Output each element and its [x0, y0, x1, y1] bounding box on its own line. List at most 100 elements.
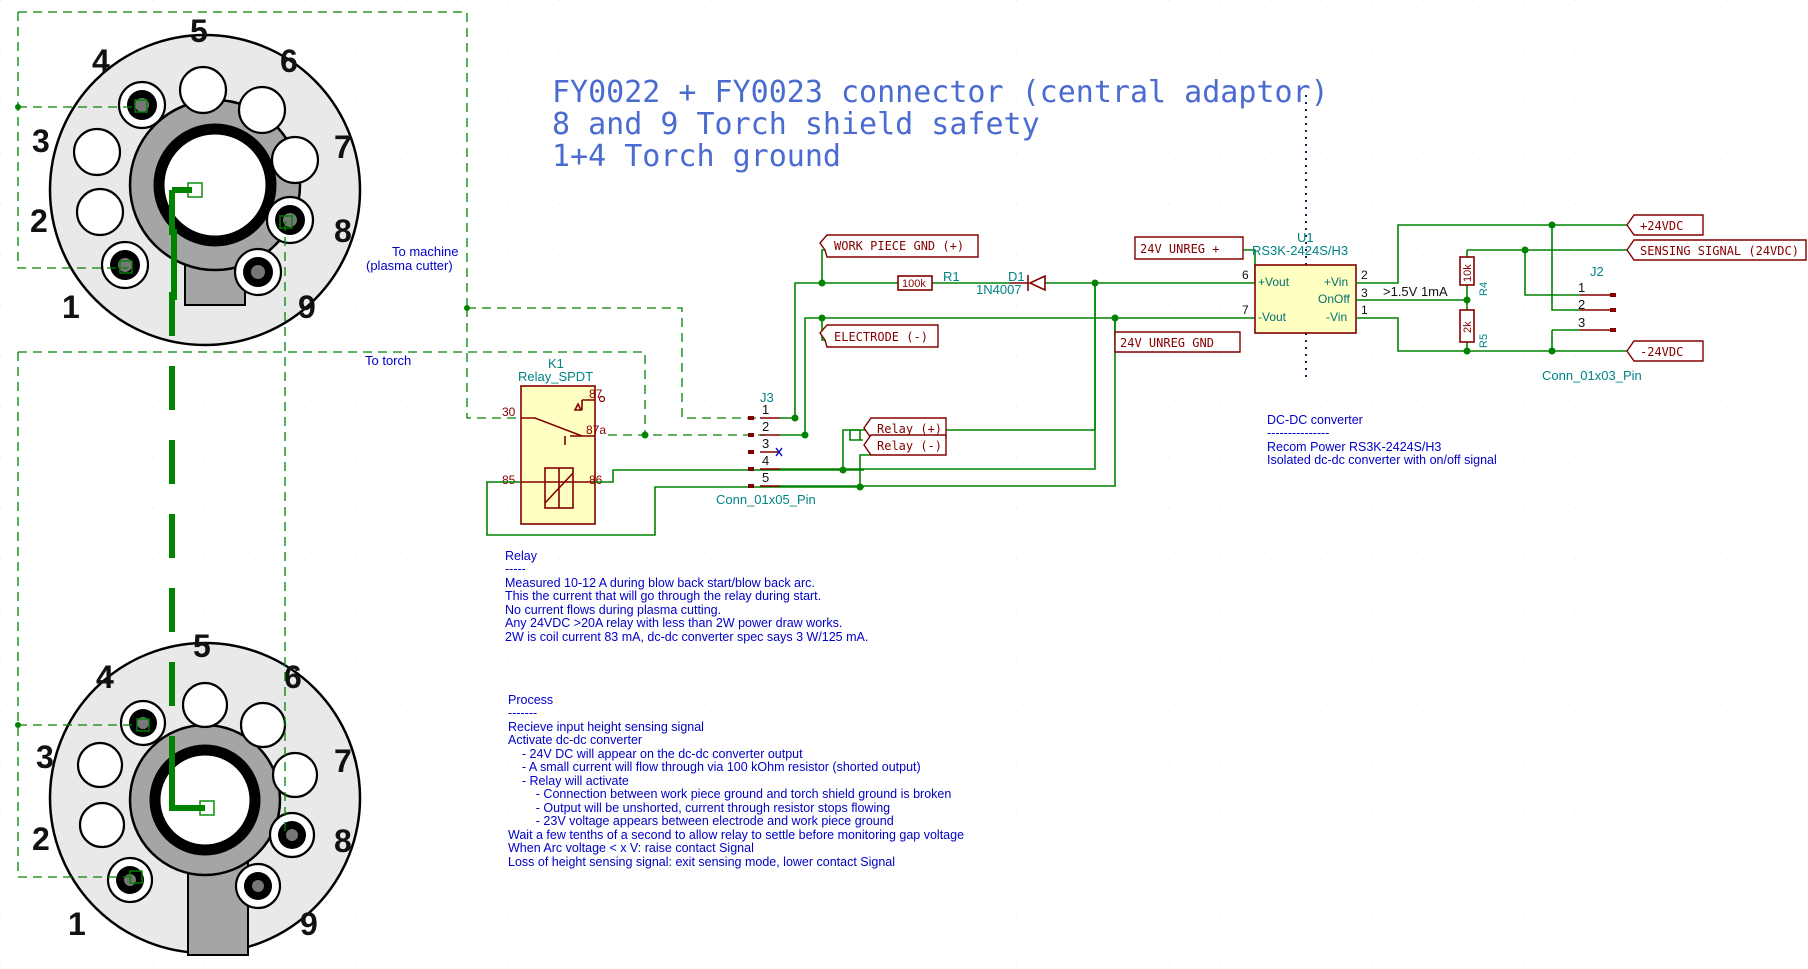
r5-value: 2k [1462, 321, 1474, 333]
j2-value: Conn_01x03_Pin [1542, 368, 1642, 383]
top-pin-5: 5 [190, 13, 208, 49]
bottom-pin-8: 8 [334, 823, 352, 859]
process-note-line-10: When Arc voltage < x V: raise contact Si… [508, 841, 754, 855]
top-pin-2: 2 [30, 203, 48, 239]
net-label-plus-24vdc: +24VDC [1626, 214, 1704, 236]
relay-value: Relay_SPDT [518, 369, 593, 384]
net-label-relay-plus: Relay (+) [863, 417, 947, 439]
plus-24vdc-label: +24VDC [1640, 219, 1683, 233]
relay-pin-87: 87 [589, 387, 603, 401]
net-labels: WORK PIECE GND (+) ELECTRODE (-) 24V UNR… [819, 214, 1807, 456]
bottom-pin-4: 4 [96, 659, 114, 695]
top-pin-8: 8 [334, 213, 352, 249]
relay-note-line-5: 2W is coil current 83 mA, dc-dc converte… [505, 630, 868, 644]
relay-note-line-1: Measured 10-12 A during blow back start/… [505, 576, 815, 590]
to-machine-label: To machine [392, 244, 458, 259]
relay-note-line-4: Any 24VDC >20A relay with less than 2W p… [505, 616, 842, 630]
j3-value: Conn_01x05_Pin [716, 492, 816, 507]
r4-value: 10k [1462, 264, 1474, 282]
process-note-heading: Process [508, 693, 553, 707]
r5-ref: R5 [1478, 334, 1490, 348]
process-note-line-11: Loss of height sensing signal: exit sens… [508, 855, 895, 869]
unreg-gnd-label: 24V UNREG GND [1120, 336, 1214, 350]
top-pin-7: 7 [334, 129, 352, 165]
net-label-minus-24vdc: -24VDC [1626, 340, 1704, 362]
j2-pin-3: 3 [1578, 315, 1585, 330]
process-note-line-1: Recieve input height sensing signal [508, 720, 704, 734]
j2-pin-2: 2 [1578, 297, 1585, 312]
title-line-3: 1+4 Torch ground [552, 139, 841, 174]
j3-pin-4: 4 [762, 453, 769, 468]
relay-note-line-3: No current flows during plasma cutting. [505, 603, 721, 617]
process-note-line-3: - 24V DC will appear on the dc-dc conver… [508, 747, 803, 761]
sensing-signal-label: SENSING SIGNAL (24VDC) [1640, 244, 1799, 258]
work-piece-gnd-label: WORK PIECE GND (+) [834, 239, 964, 253]
wire-labels: To machine (plasma cutter) To torch [365, 244, 458, 368]
onoff-note: >1.5V 1mA [1383, 284, 1448, 299]
relay-body [520, 385, 596, 525]
d1-ref: D1 [1008, 269, 1025, 284]
bottom-pin-5: 5 [193, 628, 211, 664]
bottom-pin-2: 2 [32, 821, 50, 857]
u1-pin-3: 3 [1361, 286, 1368, 300]
bottom-pin-3: 3 [36, 739, 54, 775]
resistor-r1: 100k R1 [897, 269, 960, 291]
process-note-line-5: - Relay will activate [508, 774, 629, 788]
r1-body [897, 275, 933, 291]
u1-pin-7: 7 [1242, 303, 1249, 317]
process-note-line-2: Activate dc-dc converter [508, 733, 642, 747]
u1-vout-minus: -Vout [1258, 310, 1287, 324]
relay-coil-wiring [486, 469, 864, 536]
dcdc-note-line-1: Recom Power RS3K-2424S/H3 [1267, 440, 1441, 454]
process-note-line-7: - Output will be unshorted, current thro… [508, 801, 890, 815]
bottom-pin-9: 9 [300, 906, 318, 942]
top-pin-4: 4 [92, 43, 110, 79]
top-pin-9: 9 [298, 289, 316, 325]
net-label-unreg-gnd: 24V UNREG GND [1114, 331, 1241, 353]
d1-value: 1N4007 [976, 282, 1022, 297]
relay-note-heading: Relay [505, 549, 538, 563]
to-machine-sub-label: (plasma cutter) [366, 258, 453, 273]
j3-pin-5: 5 [762, 470, 769, 485]
bottom-pin-6: 6 [284, 659, 302, 695]
u1-body [1254, 264, 1357, 334]
j3-ref: J3 [760, 390, 774, 405]
u1-pin-2: 2 [1361, 268, 1368, 282]
connector-j2: J2 Conn_01x03_Pin 1 2 3 [1542, 264, 1642, 383]
notes-relay: Relay ----- Measured 10-12 A during blow… [505, 549, 868, 644]
process-note-line-9: Wait a few tenths of a second to allow r… [508, 828, 964, 842]
relay-pin-30: 30 [502, 405, 516, 419]
diode-d1: D1 1N4007 [976, 269, 1046, 297]
j3-pin-1: 1 [762, 402, 769, 417]
relay-pin-86: 86 [589, 473, 603, 487]
top-pin-1: 1 [62, 289, 80, 325]
process-note-line-4: - A small current will flow through via … [508, 760, 921, 774]
r4-ref: R4 [1478, 282, 1490, 296]
relay-pin-85: 85 [502, 473, 516, 487]
net-label-electrode: ELECTRODE (-) [819, 324, 939, 348]
j2-ref: J2 [1590, 264, 1604, 279]
dcdc-u1: U1 RS3K-2424S/H3 +Vout -Vout +Vin OnOff … [1242, 95, 1448, 380]
top-pin-3: 3 [32, 123, 50, 159]
dcdc-note-line-2: Isolated dc-dc converter with on/off sig… [1267, 453, 1497, 467]
title-block: FY0022 + FY0023 connector (central adapt… [552, 75, 1329, 174]
net-label-sensing-signal: SENSING SIGNAL (24VDC) [1626, 239, 1807, 261]
title-line-1: FY0022 + FY0023 connector (central adapt… [552, 75, 1329, 110]
top-pin-6: 6 [280, 43, 298, 79]
u1-value: RS3K-2424S/H3 [1252, 243, 1348, 258]
net-label-unreg-plus: 24V UNREG + [1134, 236, 1244, 260]
u1-vin-minus: -Vin [1326, 310, 1347, 324]
u1-pin-1: 1 [1361, 303, 1368, 317]
u1-onoff: OnOff [1318, 292, 1350, 306]
r1-value: 100k [902, 278, 926, 290]
process-note-line-6: - Connection between work piece ground a… [508, 787, 951, 801]
main-wiring [641, 249, 1256, 491]
dcdc-note-rule: --------------- [1267, 426, 1329, 440]
r1-ref: R1 [943, 269, 960, 284]
relay-plus-label: Relay (+) [877, 422, 942, 436]
resistor-r4: 10k R4 [1459, 256, 1490, 296]
relay-ref: K1 [548, 356, 564, 371]
process-note-line-8: - 23V voltage appears between electrode … [508, 814, 894, 828]
net-label-work-piece-gnd: WORK PIECE GND (+) [819, 234, 979, 258]
